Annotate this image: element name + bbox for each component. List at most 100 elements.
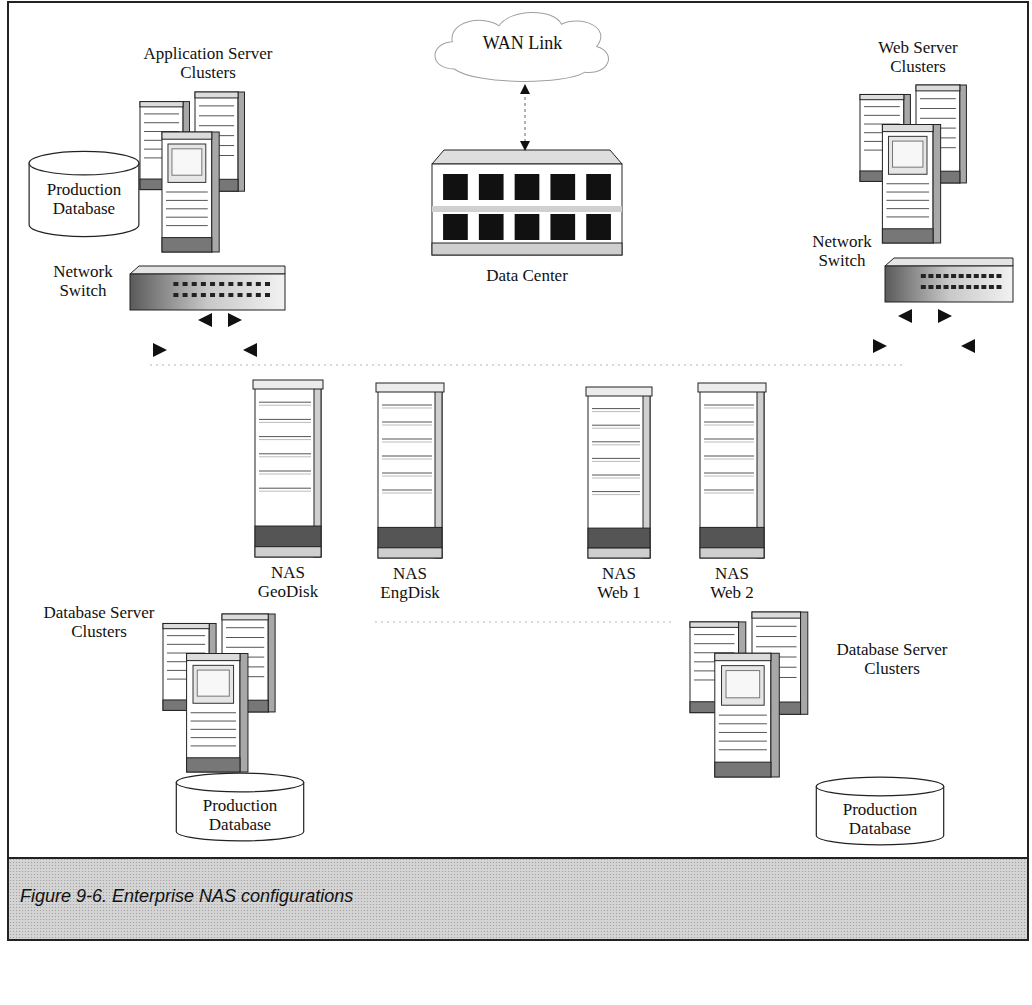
drive-bay (226, 647, 264, 648)
drive-bay (199, 115, 234, 116)
switch-port (247, 293, 252, 297)
tower-side (960, 85, 967, 183)
cylinder-top (816, 777, 943, 796)
arrow-triangle (153, 343, 167, 357)
switch-port (201, 293, 206, 297)
nas-bay (704, 493, 754, 494)
drive-bay (920, 118, 956, 119)
node-label: NAS Web 1 (586, 564, 652, 602)
database-cylinder: Production Database (28, 150, 140, 238)
switch-port (936, 274, 941, 278)
data-center-building (432, 150, 622, 255)
nas-bay (704, 408, 754, 409)
drive-bay (191, 745, 236, 746)
drive-bay (920, 98, 956, 99)
tower-side (268, 614, 275, 712)
switch-port (996, 274, 1001, 278)
tower-body (882, 125, 933, 244)
nas-bay (382, 408, 432, 409)
drive-bay (694, 634, 735, 635)
tower-base (882, 229, 933, 243)
node-label: Network Switch (806, 232, 878, 270)
switch-port (238, 293, 243, 297)
nas-bay (259, 453, 311, 454)
drive-bay (864, 115, 900, 116)
nas-bay (592, 441, 640, 442)
drive-bay (167, 635, 205, 636)
device-label-box: Data Center (430, 150, 624, 290)
nas-cap (698, 383, 766, 392)
drive-bay (756, 626, 797, 627)
switch-port (951, 274, 956, 278)
node-label: Network Switch (40, 262, 126, 300)
nas-bay (382, 439, 432, 440)
nas-bay (592, 494, 640, 495)
arrow-triangle (873, 339, 887, 353)
tower-body (162, 132, 212, 252)
nas-bay (592, 461, 640, 462)
nas-cap (376, 383, 444, 392)
nas-unit (586, 387, 652, 558)
tower-cap (163, 623, 209, 628)
switch-port (247, 282, 252, 286)
node-label: Application Server Clusters (128, 44, 288, 82)
cylinder-top (176, 773, 303, 792)
switch-port (183, 282, 188, 286)
nas-bay (704, 442, 754, 443)
node-label: WAN Link (425, 33, 620, 53)
nas-bay (592, 425, 640, 426)
nas-panel (700, 527, 764, 547)
tower-cap (916, 85, 960, 91)
drive-bay (144, 122, 179, 123)
tower-screen (722, 666, 765, 706)
switch-port (228, 282, 233, 286)
tower-body (715, 653, 771, 777)
tower-side (240, 654, 248, 773)
device-label-box: NAS EngDisk (368, 382, 452, 608)
nas-cap (253, 380, 323, 389)
node-label: Web Server Clusters (858, 38, 978, 76)
drive-bay (166, 225, 208, 226)
nas-bay (259, 405, 311, 406)
nas-panel (588, 528, 650, 548)
arrow-triangle (961, 339, 975, 353)
nas-bay (704, 459, 754, 460)
node-label: NAS Web 2 (699, 564, 765, 602)
drive-bay (886, 192, 929, 193)
drive-bay (886, 216, 929, 217)
tower-body (187, 654, 240, 773)
switch-port (928, 285, 933, 289)
tower-side (801, 612, 808, 714)
drive-bay (886, 183, 929, 184)
drive-bay (166, 208, 208, 209)
building-window (515, 214, 540, 240)
device-label-box: NAS Web 1 (578, 386, 660, 608)
device-label-box: NAS GeoDisk (245, 379, 331, 607)
switch-port (944, 274, 949, 278)
tower-screen (193, 665, 234, 703)
tower-cap (860, 94, 904, 99)
switch-port (974, 274, 979, 278)
nas-bay (259, 471, 311, 472)
nas-foot (588, 548, 650, 558)
switch-front (885, 266, 1013, 302)
nas-unit (253, 380, 323, 557)
tower-screen-inner (726, 671, 760, 698)
nas-panel (378, 527, 442, 547)
tower-cap (222, 614, 268, 620)
nas-bay (382, 405, 432, 406)
switch-port (981, 285, 986, 289)
switch-port (944, 285, 949, 289)
tower-side (212, 132, 219, 252)
switch-port (192, 293, 197, 297)
switch-port (238, 282, 243, 286)
device-label-box: Network Switch (40, 262, 126, 304)
tower-base (715, 762, 771, 777)
nas-bay (259, 491, 311, 492)
nas-bay (259, 419, 311, 420)
figure-frame (8, 2, 1028, 858)
node-label: Database Server Clusters (822, 640, 962, 678)
server-tower (187, 654, 248, 773)
